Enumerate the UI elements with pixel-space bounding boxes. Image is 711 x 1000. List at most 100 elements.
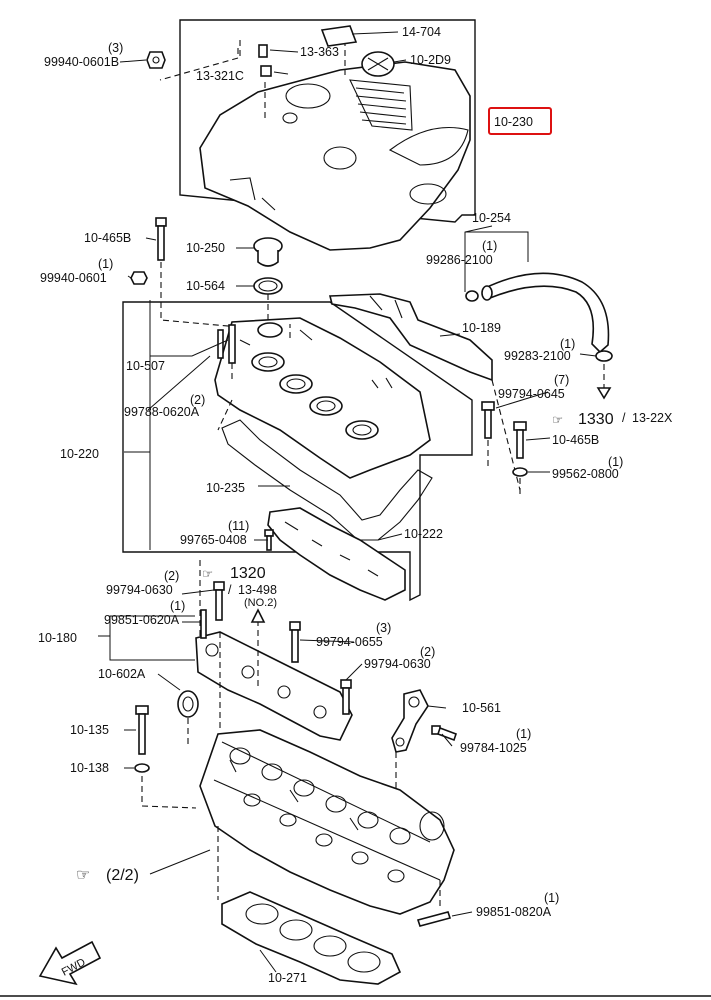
stud-99851-0820A[interactable] <box>416 911 452 927</box>
bolt-99765-0408[interactable] <box>264 529 274 551</box>
label-part: 99794-0645 <box>498 387 565 401</box>
oil-filler-cap-10-2D9[interactable] <box>361 51 395 77</box>
hose-clamp-99283-2100[interactable] <box>595 350 613 362</box>
arrow-13-498 <box>250 608 266 623</box>
label-part: 99851-0820A <box>476 905 552 919</box>
label-part: 10-220 <box>60 447 99 461</box>
label-part: 13-321C <box>196 69 244 83</box>
dash-cover-to-head <box>199 560 221 730</box>
stud-99851-0620A[interactable] <box>200 609 207 639</box>
grommet-13-321C[interactable] <box>260 65 272 77</box>
label-part: 99286-2100 <box>426 253 493 267</box>
label-qty: (2) <box>164 569 179 583</box>
oil-seal-10-602A[interactable] <box>177 690 199 718</box>
label-part: 10-180 <box>38 631 77 645</box>
washer-10-138[interactable] <box>134 763 150 773</box>
label-part-highlighted: 10-230 <box>494 115 533 129</box>
ref-slash: / <box>228 583 232 597</box>
label-qty: (3) <box>108 41 123 55</box>
bolt-99784-1025[interactable] <box>431 725 458 742</box>
label-part: 99794-0655 <box>316 635 383 649</box>
stud-10-507[interactable] <box>228 324 236 364</box>
ref-1330[interactable]: ☞ 1330 / 13-22X <box>552 411 673 428</box>
ref-number: 1320 <box>230 565 266 582</box>
label-part: 10-465B <box>84 231 131 245</box>
ref-number: 13-22X <box>632 411 673 425</box>
label-part: 10-235 <box>206 481 245 495</box>
dash-10-465B-top <box>160 262 251 329</box>
label-qty: (1) <box>170 599 185 613</box>
nut-99940-0601B[interactable] <box>146 51 166 69</box>
label-part: 10-507 <box>126 359 165 373</box>
pointing-hand-icon: ☞ <box>76 867 90 884</box>
engine-cover[interactable] <box>199 61 471 251</box>
ref-2-2[interactable]: ☞ (2/2) <box>76 867 139 884</box>
cylinder-head[interactable] <box>199 729 455 915</box>
label-part: 99940-0601 <box>40 271 107 285</box>
breather-hose-10-254[interactable] <box>481 272 610 354</box>
label-part: 10-189 <box>462 321 501 335</box>
dash-10-135 <box>141 776 197 809</box>
label-qty: (11) <box>228 519 249 533</box>
washer-99562-0800[interactable] <box>512 467 528 477</box>
label-qty: (2) <box>190 393 205 407</box>
bolt-99794-0655[interactable] <box>289 621 301 663</box>
label-part: 99794-0630 <box>364 657 431 671</box>
label-part: 10-564 <box>186 279 225 293</box>
grommet-13-363[interactable] <box>258 44 268 58</box>
bolt-10-135[interactable] <box>135 705 149 755</box>
head-gasket-10-271[interactable] <box>221 891 402 985</box>
arrow-to-1330 <box>596 387 612 400</box>
engine-hanger-10-561[interactable] <box>391 689 429 753</box>
valve-cover-assembly-frame <box>122 301 473 602</box>
bolt-99794-0645[interactable] <box>481 401 495 439</box>
ref-slash: / <box>622 411 626 425</box>
gasket-10-235[interactable] <box>221 419 433 541</box>
dash-head-gasket <box>217 826 441 908</box>
gasket-plate-10-222[interactable] <box>267 507 406 601</box>
dash-valve-cover <box>217 324 291 431</box>
label-qty: (3) <box>376 621 391 635</box>
bolt-99794-0630b[interactable] <box>340 679 352 715</box>
bolt-10-465B-top[interactable] <box>155 217 167 261</box>
oil-cap-10-250[interactable] <box>253 237 283 267</box>
pointing-hand-icon: ☞ <box>202 567 213 581</box>
label-qty: (2) <box>420 645 435 659</box>
label-qty: (1) <box>98 257 113 271</box>
hose-clamp-99286-2100[interactable] <box>465 290 479 302</box>
ref-1320[interactable]: ☞ 1320 <box>202 565 266 582</box>
label-part: 10-254 <box>472 211 511 225</box>
engine-cover-frame <box>179 19 476 223</box>
ref-number: (2/2) <box>106 867 139 884</box>
bolt-99794-0630[interactable] <box>213 581 225 621</box>
cover-badge-14-704[interactable] <box>320 25 358 47</box>
nut-99940-0601[interactable] <box>130 271 148 285</box>
label-qty: (7) <box>554 373 569 387</box>
label-part: 10-250 <box>186 241 225 255</box>
label-part: 10-135 <box>70 723 109 737</box>
label-qty: (1) <box>608 455 623 469</box>
dash-grommet <box>159 48 266 120</box>
label-part: 10-561 <box>462 701 501 715</box>
label-qty: (1) <box>560 337 575 351</box>
manifold-strip-10-180[interactable] <box>195 631 353 741</box>
label-part: 10-602A <box>98 667 146 681</box>
label-part: 10-222 <box>404 527 443 541</box>
valve-cover-10-220[interactable] <box>214 317 431 479</box>
label-part: 99283-2100 <box>504 349 571 363</box>
label-part: 99562-0800 <box>552 467 619 481</box>
label-part: 99794-0630 <box>106 583 173 597</box>
label-part: 99940-0601B <box>44 55 119 69</box>
ref-number: 1330 <box>578 411 614 428</box>
pointing-hand-icon: ☞ <box>552 413 563 427</box>
label-qty: (1) <box>516 727 531 741</box>
o-ring-10-564[interactable] <box>253 277 283 295</box>
label-part: 10-138 <box>70 761 109 775</box>
label-part: 99851-0620A <box>104 613 180 627</box>
bolt-10-465B-mid[interactable] <box>513 421 527 459</box>
leader-lines <box>98 31 597 973</box>
label-part: 10-271 <box>268 971 307 985</box>
label-part: 14-704 <box>402 25 441 39</box>
